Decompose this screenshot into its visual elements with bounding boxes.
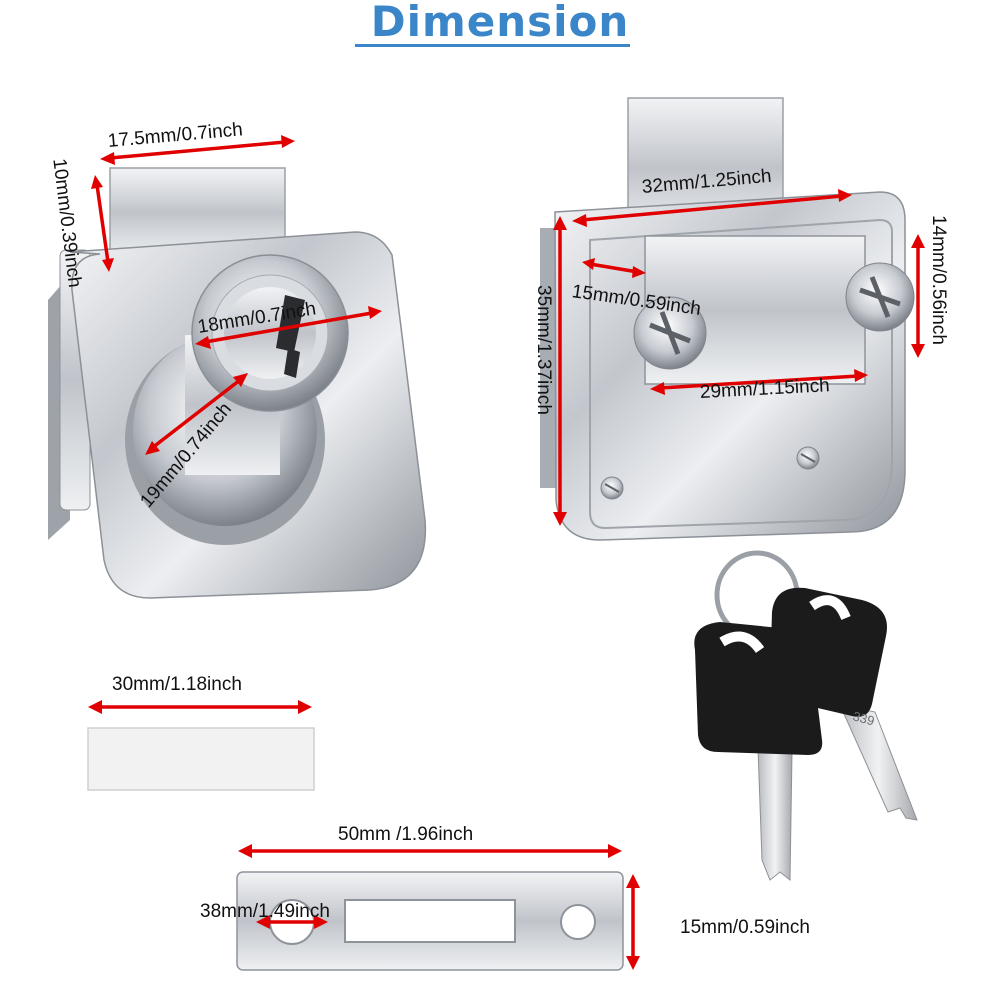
label-strike-height: 15mm/0.59inch [680, 917, 810, 938]
front-lock-body [48, 167, 427, 599]
label-strike-slot: 38mm/1.49inch [200, 901, 330, 922]
key-stamp: 339 [851, 708, 876, 728]
title-underline [355, 44, 630, 47]
label-pad-width: 30mm/1.18inch [112, 674, 242, 695]
back-lock-body [540, 97, 915, 541]
label-clamp-height: 14mm/0.56inch [928, 215, 949, 345]
keys [694, 550, 918, 882]
label-strike-length: 50mm /1.96inch [338, 824, 474, 845]
dimension-arrows [88, 135, 925, 970]
page-title: Dimension [370, 0, 630, 46]
adhesive-pad [87, 727, 315, 791]
label-back-height: 35mm/1.37inch [533, 285, 554, 415]
